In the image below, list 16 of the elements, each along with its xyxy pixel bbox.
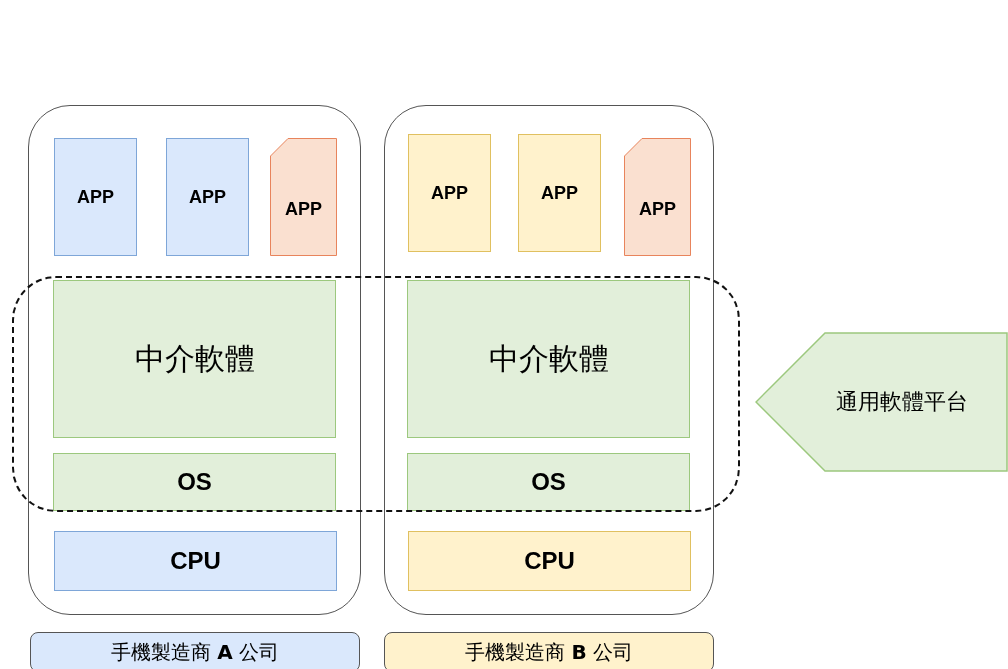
- middleware-layer: 中介軟體: [407, 280, 690, 438]
- company-label: 手機製造商 A 公司: [30, 632, 360, 669]
- app-card: APP: [54, 138, 137, 256]
- cpu-layer: CPU: [408, 531, 691, 591]
- app-card: APP: [270, 138, 337, 256]
- middleware-layer: 中介軟體: [53, 280, 336, 438]
- app-card: APP: [624, 138, 691, 256]
- os-layer: OS: [53, 453, 336, 511]
- app-card: APP: [166, 138, 249, 256]
- app-card: APP: [408, 134, 491, 252]
- dashed-region: [12, 276, 740, 512]
- platform-arrow: 通用軟體平台: [755, 332, 1008, 472]
- os-layer: OS: [407, 453, 690, 511]
- company-label: 手機製造商 B 公司: [384, 632, 714, 669]
- app-card: APP: [518, 134, 601, 252]
- cpu-layer: CPU: [54, 531, 337, 591]
